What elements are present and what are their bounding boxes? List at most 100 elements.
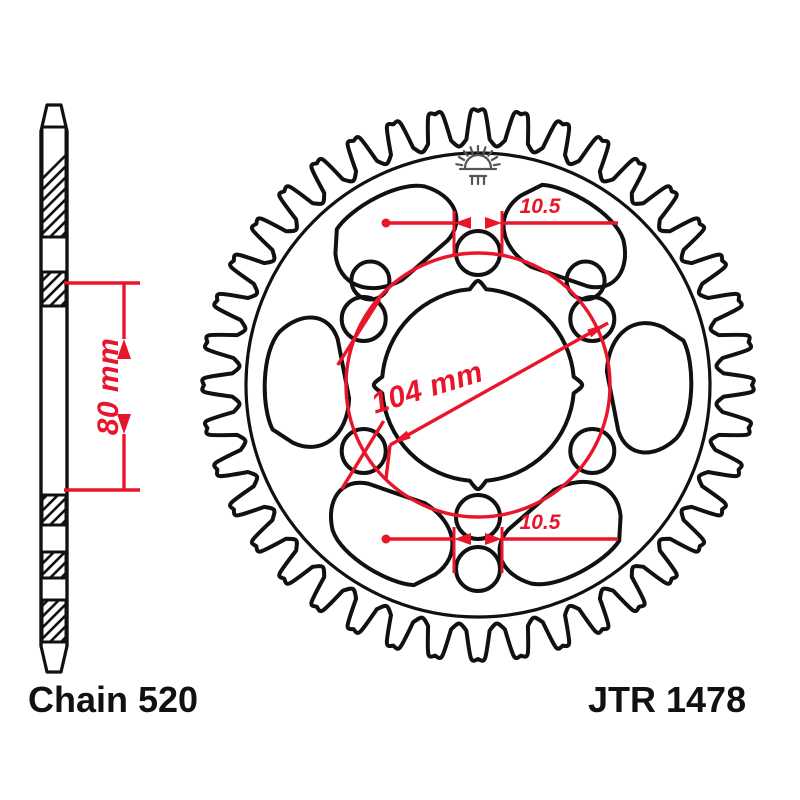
hatch-stroke (130, 592, 188, 650)
hatch-stroke (0, 264, 37, 314)
section-hatch-lines (42, 119, 311, 245)
hatch-stroke (0, 487, 22, 533)
lightening-window (501, 182, 627, 290)
hatch-stroke (185, 264, 235, 314)
dim-arrowhead (454, 217, 471, 229)
hatch-stroke (0, 592, 45, 650)
logo-ray (469, 146, 474, 155)
bottom-hole-diameter-label: 10.5 (520, 511, 561, 534)
hatch-stroke (163, 119, 289, 245)
hatch-stroke (174, 544, 216, 586)
dim-arrowhead (485, 217, 502, 229)
hatch-stroke (163, 544, 205, 586)
logo-ray (455, 163, 464, 167)
hatch-stroke (108, 592, 166, 650)
hatch-stroke (97, 119, 223, 245)
hatch-stroke (64, 264, 114, 314)
hatch-stroke (108, 544, 150, 586)
hatch-stroke (42, 496, 66, 524)
hatch-stroke (152, 119, 278, 245)
hatch-stroke (185, 544, 227, 586)
thickness-arrowhead (117, 414, 131, 434)
top-hole-diameter-label: 10.5 (520, 195, 561, 218)
thickness-arrowhead (117, 339, 131, 359)
hatch-stroke (42, 186, 66, 214)
hatch-stroke (42, 277, 66, 305)
pcd-leader-tail (384, 444, 392, 480)
top-hole-dimension (381, 211, 618, 257)
hatch-stroke (0, 487, 33, 533)
hatch-stroke (64, 119, 190, 245)
logo-stand (468, 174, 488, 186)
bolt-hole (454, 229, 502, 277)
hatch-stroke (48, 219, 66, 237)
bolt-hole (339, 427, 388, 475)
hatch-stroke (174, 592, 232, 650)
auxiliary-holes (349, 259, 607, 593)
hatch-stroke (119, 487, 165, 533)
hatch-stroke (97, 592, 155, 650)
section-hatch-lines (0, 487, 220, 533)
hatch-stroke (174, 487, 220, 533)
hatch-stroke (119, 544, 161, 586)
hatch-stroke (163, 264, 213, 314)
hatch-stroke (130, 487, 176, 533)
hatch-stroke (97, 487, 143, 533)
logo-ray (457, 155, 466, 162)
logo-ray (492, 163, 501, 167)
hatch-stroke (108, 119, 234, 245)
hatch-stroke (141, 264, 191, 314)
hatch-stroke (0, 592, 34, 650)
sprocket-teeth-outline (200, 107, 756, 663)
hatch-stroke (174, 119, 300, 245)
hatch-stroke (185, 592, 243, 650)
hatch-stroke (97, 544, 139, 586)
hatch-stroke (75, 487, 121, 533)
hatch-stroke (64, 592, 122, 650)
hatch-stroke (119, 119, 245, 245)
hatch-stroke (141, 544, 183, 586)
hatch-stroke (86, 119, 212, 245)
lightening-window (262, 315, 352, 449)
hatch-stroke (42, 552, 66, 577)
hatch-stroke (86, 487, 132, 533)
hatch-stroke (0, 544, 18, 586)
hatch-stroke (0, 544, 40, 586)
hatch-stroke (42, 175, 66, 203)
hatch-stroke (42, 602, 66, 630)
hatch-stroke (59, 571, 66, 578)
hatch-stroke (48, 507, 66, 525)
hatch-stroke (42, 197, 66, 225)
hatch-stroke (59, 230, 66, 237)
auxiliary-hole (349, 259, 392, 302)
sunrise-logo-icon (455, 144, 501, 186)
hatch-stroke (64, 544, 106, 586)
bolt-circle-line (344, 251, 612, 519)
dim-endpoint-dot (381, 218, 391, 228)
hatch-stroke (75, 592, 133, 650)
part-number-caption: JTR 1478 (588, 679, 746, 720)
hatch-stroke (119, 592, 177, 650)
hatch-stroke (59, 299, 66, 306)
hatch-stroke (185, 119, 311, 245)
section-band (40, 125, 68, 239)
hatch-stroke (75, 544, 117, 586)
section-band (40, 598, 68, 644)
hatch-stroke (97, 264, 147, 314)
hatch-stroke (48, 624, 66, 642)
dim-arrowhead (454, 533, 471, 545)
hatch-stroke (141, 592, 199, 650)
hatch-stroke (141, 487, 187, 533)
pcd-arrowhead (390, 430, 411, 445)
dim-endpoint-dot (381, 534, 391, 544)
bolt-circle-tick (336, 298, 382, 366)
hatch-stroke (86, 264, 136, 314)
bolt-hole (454, 493, 502, 541)
hatch-stroke (75, 119, 201, 245)
hatch-stroke (130, 119, 256, 245)
bottom-hole-dimension (381, 527, 618, 573)
hatch-stroke (59, 635, 66, 642)
lightening-window (604, 321, 694, 455)
